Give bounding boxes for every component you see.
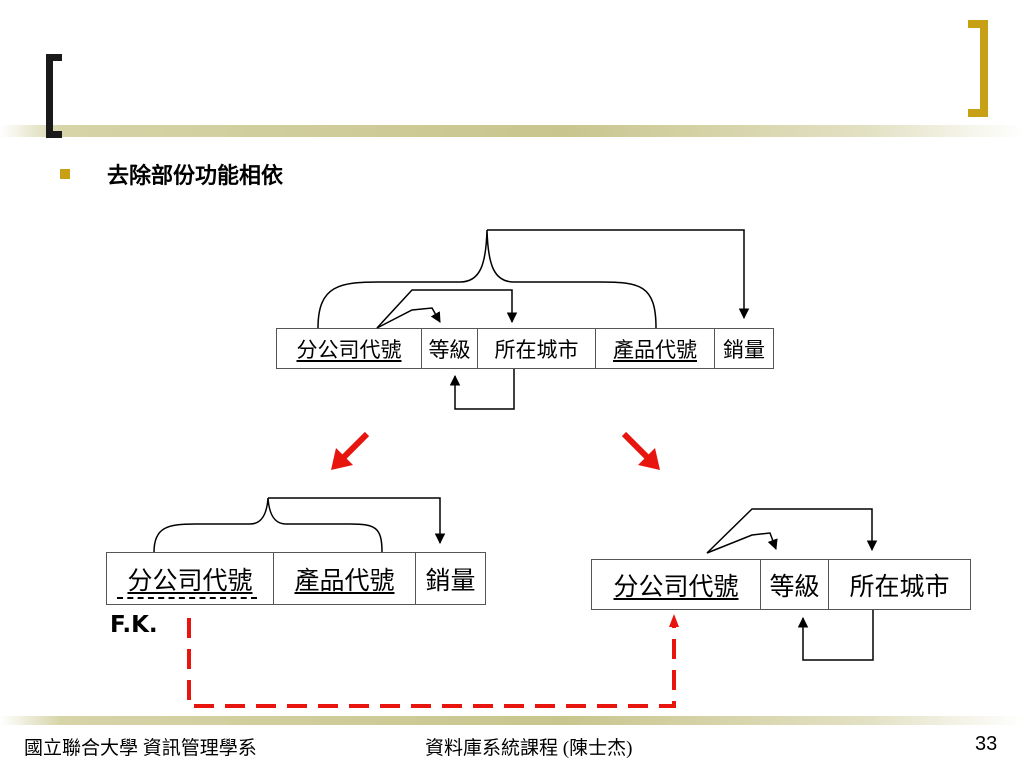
left-bracket-decoration: [46, 54, 62, 138]
column-label: 分公司代號: [127, 565, 253, 595]
footer-band: [0, 716, 1024, 725]
column-label: 分公司代號: [296, 337, 402, 362]
original-col-branch-id: 分公司代號: [277, 329, 422, 368]
column-label: 等級: [428, 337, 471, 362]
page-heading: 去除部份功能相依: [107, 164, 284, 189]
original-col-quantity: 銷量: [715, 329, 773, 368]
branch-col-city: 所在城市: [829, 560, 970, 609]
foreign-key-reference-arrow: [187, 614, 679, 708]
branch-relation-table: 分公司代號 等級 所在城市: [591, 559, 971, 610]
title-band: [0, 125, 1024, 137]
original-col-city: 所在城市: [478, 329, 596, 368]
original-col-grade: 等級: [422, 329, 478, 368]
page-number: 33: [975, 733, 998, 755]
fd-city-to-grade: [449, 369, 515, 410]
column-label: 產品代號: [613, 337, 697, 362]
decomposition-arrow-left: [331, 431, 370, 470]
original-relation-table: 分公司代號 等級 所在城市 產品代號 銷量: [276, 328, 774, 369]
footer-department: 國立聯合大學 資訊管理學系: [24, 738, 257, 759]
bullet-icon: [60, 169, 70, 179]
footer-course: 資料庫系統課程 (陳士杰): [425, 738, 633, 759]
fd-composite-key-to-quantity: [317, 229, 750, 329]
foreign-key-label: F.K.: [110, 612, 158, 638]
right-bracket-decoration: [968, 20, 988, 117]
branch-col-branch-id: 分公司代號: [592, 560, 761, 609]
decomposition-arrow-right: [621, 431, 660, 470]
column-label: 等級: [769, 571, 820, 601]
column-label: 銷量: [425, 565, 476, 595]
fd-branch2-to-city: [706, 508, 878, 554]
sales-col-branch-id: 分公司代號: [107, 553, 274, 604]
column-label: 分公司代號: [613, 571, 739, 601]
original-col-product-id: 產品代號: [596, 329, 715, 368]
fd-city2-to-grade: [797, 610, 874, 661]
fd-sales-key-to-quantity: [153, 497, 446, 553]
branch-col-grade: 等級: [761, 560, 829, 609]
column-label: 產品代號: [294, 565, 395, 595]
sales-col-product-id: 產品代號: [274, 553, 416, 604]
column-label: 所在城市: [494, 337, 579, 362]
foreign-key-underline: [117, 597, 257, 599]
column-label: 銷量: [723, 337, 765, 362]
fd-branch-to-city: [376, 289, 518, 329]
column-label: 所在城市: [849, 571, 950, 601]
sales-relation-table: 分公司代號 產品代號 銷量: [106, 552, 486, 605]
sales-col-quantity: 銷量: [416, 553, 485, 604]
